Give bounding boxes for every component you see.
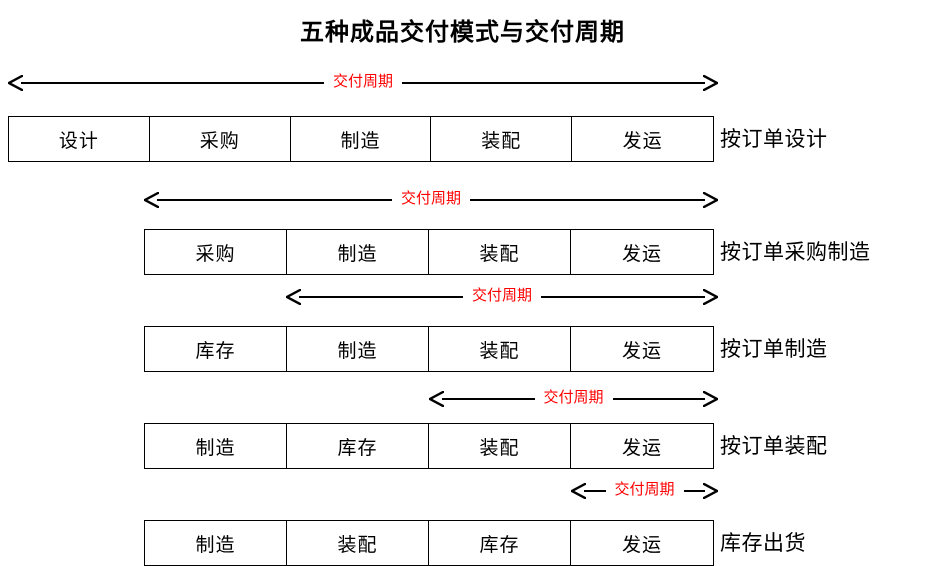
arrow-line-right xyxy=(612,398,705,400)
stage-table: 采购制造装配 发运 xyxy=(144,229,714,275)
stage-cell: 发运 xyxy=(622,130,663,152)
lead-time-arrow: 交付周期 xyxy=(286,284,718,310)
arrow-right-icon xyxy=(703,75,718,91)
stage-cell: 发运 xyxy=(621,340,662,362)
stage-cell: 采购 xyxy=(150,117,291,161)
arrow-left-icon xyxy=(286,289,301,305)
arrow-right-icon xyxy=(703,289,718,305)
lead-time-arrow: 交付周期 xyxy=(8,70,718,96)
lead-time-arrow: 交付周期 xyxy=(429,386,718,412)
arrow-right-icon xyxy=(703,192,718,208)
lead-time-arrow: 交付周期 xyxy=(571,478,718,504)
stage-cell: 制造 xyxy=(287,327,429,371)
arrow-line-right xyxy=(541,296,705,298)
stage-cell: 发运 xyxy=(621,437,662,459)
stage-cell: 发运 xyxy=(621,534,662,556)
delivery-mode-label: 按订单采购制造 xyxy=(720,240,871,264)
arrow-left-icon xyxy=(429,391,444,407)
stage-cell: 库存 xyxy=(145,327,287,371)
stage-cell: 制造 xyxy=(291,117,432,161)
arrow-right-icon xyxy=(703,391,718,407)
stage-table: 设计采购制造装配 发运 xyxy=(8,116,714,162)
stage-cell: 库存 xyxy=(429,521,571,565)
arrow-line-right xyxy=(402,82,705,84)
arrow-line-left xyxy=(157,199,392,201)
stage-cell: 制造 xyxy=(145,424,287,468)
stage-cell: 库存 xyxy=(287,424,429,468)
stage-table: 制造装配库存 发运 xyxy=(144,520,714,566)
lead-time-label: 交付周期 xyxy=(400,191,461,207)
arrow-right-icon xyxy=(703,483,718,499)
stage-cell: 装配 xyxy=(431,117,573,161)
arrow-line-right xyxy=(470,199,705,201)
page-title: 五种成品交付模式与交付周期 xyxy=(300,20,625,46)
stage-cell: 发运 xyxy=(621,243,662,265)
arrow-line-right xyxy=(683,490,705,492)
lead-time-label: 交付周期 xyxy=(332,74,393,90)
stage-cell: 装配 xyxy=(429,327,571,371)
stage-cell: 设计 xyxy=(9,117,150,161)
arrow-left-icon xyxy=(8,75,23,91)
stage-cell: 制造 xyxy=(287,230,429,274)
stage-cell: 装配 xyxy=(429,424,571,468)
stage-table: 库存制造装配 发运 xyxy=(144,326,714,372)
delivery-mode-label: 按订单设计 xyxy=(720,127,828,151)
lead-time-label: 交付周期 xyxy=(614,482,675,498)
arrow-line-left xyxy=(299,296,463,298)
stage-cell: 装配 xyxy=(429,230,571,274)
stage-cell: 制造 xyxy=(145,521,287,565)
lead-time-label: 交付周期 xyxy=(543,390,604,406)
arrow-line-left xyxy=(584,490,606,492)
arrow-left-icon xyxy=(571,483,586,499)
delivery-mode-label: 库存出货 xyxy=(720,531,806,555)
lead-time-label: 交付周期 xyxy=(471,288,532,304)
stage-cell: 装配 xyxy=(287,521,429,565)
delivery-mode-label: 按订单装配 xyxy=(720,434,828,458)
arrow-line-left xyxy=(21,82,324,84)
stage-table: 制造库存装配 发运 xyxy=(144,423,714,469)
lead-time-arrow: 交付周期 xyxy=(144,187,718,213)
arrow-line-left xyxy=(442,398,535,400)
delivery-mode-label: 按订单制造 xyxy=(720,337,828,361)
arrow-left-icon xyxy=(144,192,159,208)
stage-cell: 采购 xyxy=(145,230,287,274)
